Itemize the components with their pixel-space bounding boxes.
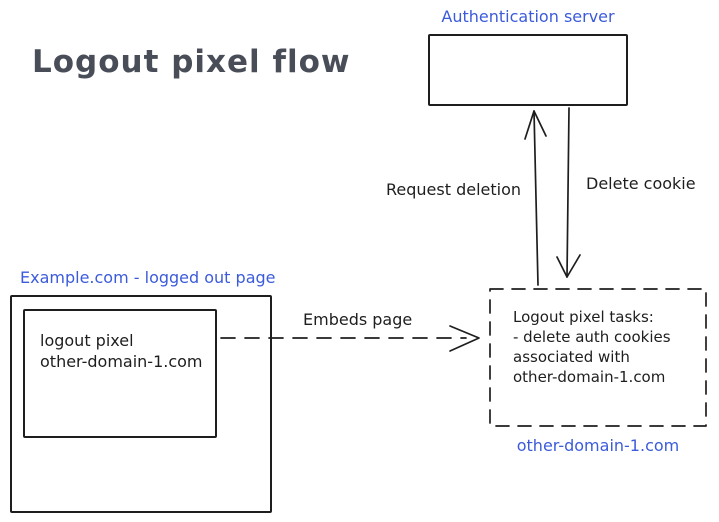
pixel-tasks-line: associated with [513,348,630,366]
logout-pixel-line: logout pixel [40,331,134,350]
delete-cookie-label: Delete cookie [586,174,696,193]
diagram-title: Logout pixel flow [32,44,351,80]
logout-pixel-domain: other-domain-1.com [40,352,203,371]
pixel-tasks-line: Logout pixel tasks: [513,308,654,326]
other-domain-caption: other-domain-1.com [516,436,680,455]
logout-pixel-box [23,309,217,438]
delete-cookie-arrow [556,107,581,278]
example-page-label: Example.com - logged out page [20,268,276,287]
auth-server-label: Authentication server [441,7,615,26]
example-page-box [10,295,272,513]
pixel-tasks-line: - delete auth cookies [513,328,671,346]
logout-pixel-text: logout pixel other-domain-1.com [40,330,203,372]
request-deletion-arrow [524,110,547,286]
pixel-tasks-text: Logout pixel tasks: - delete auth cookie… [513,307,671,387]
embeds-page-label: Embeds page [303,310,413,329]
auth-server-box [428,34,628,106]
request-deletion-label: Request deletion [386,180,522,199]
pixel-tasks-line: other-domain-1.com [513,368,666,386]
